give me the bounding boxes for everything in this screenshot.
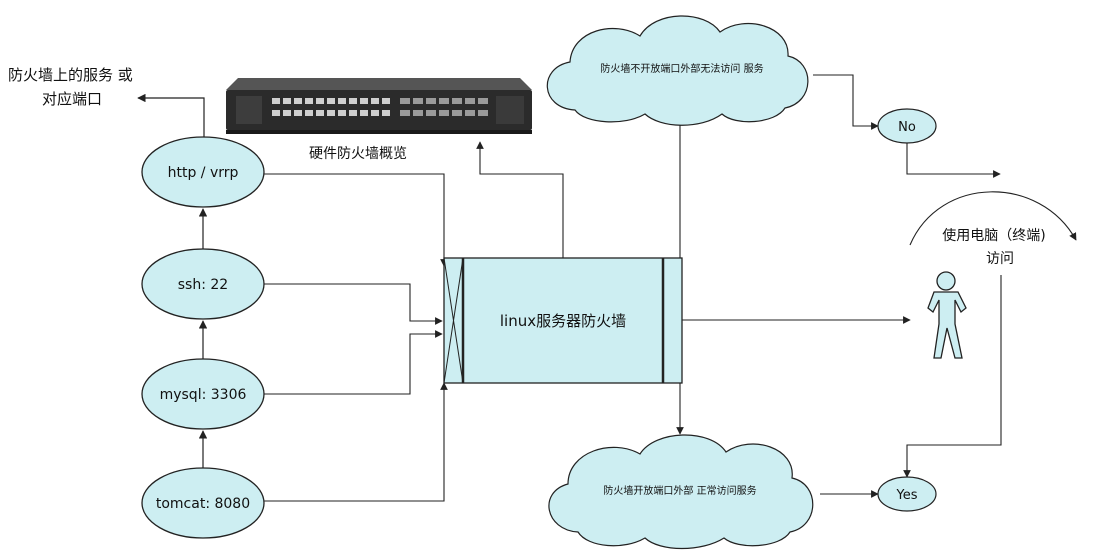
result-no-label: No bbox=[898, 120, 916, 135]
connector-tomcat-firewall bbox=[264, 382, 448, 502]
connector-mysql-firewall bbox=[264, 330, 443, 395]
cloud-open-ports: 防火墙开放端口外部 正常访问服务 bbox=[548, 434, 814, 550]
firewall-box-label: linux服务器防火墙 bbox=[500, 312, 626, 330]
cloud-closed-ports: 防火墙不开放端口外部无法访问 服务 bbox=[546, 15, 809, 126]
result-yes-label: Yes bbox=[896, 488, 918, 503]
result-no-node: No bbox=[877, 108, 937, 144]
arrow-to-label bbox=[137, 93, 205, 138]
service-node-ssh: ssh: 22 bbox=[141, 248, 265, 320]
service-label: ssh: 22 bbox=[178, 277, 228, 293]
service-node-tomcat: tomcat: 8080 bbox=[141, 467, 265, 539]
service-node-mysql: mysql: 3306 bbox=[141, 358, 265, 430]
terminal-label-line1: 使用电脑（终端) bbox=[942, 227, 1045, 244]
connector-ssh-firewall bbox=[264, 283, 443, 325]
curved-arrow-terminal bbox=[909, 191, 1077, 246]
hardware-firewall-image bbox=[226, 78, 532, 134]
hardware-label: 硬件防火墙概览 bbox=[309, 146, 407, 162]
arrow-terminal-yes bbox=[903, 275, 1002, 478]
terminal-label-line2: 访问 bbox=[986, 251, 1014, 267]
linux-firewall-box: linux服务器防火墙 bbox=[443, 257, 683, 384]
connector-http-firewall bbox=[264, 173, 448, 267]
arrow-firewall-hardware bbox=[476, 141, 564, 258]
service-label: tomcat: 8080 bbox=[156, 496, 250, 512]
top-left-label-line1: 防火墙上的服务 或 bbox=[8, 66, 133, 84]
service-node-http: http / vrrp bbox=[141, 136, 265, 208]
result-yes-node: Yes bbox=[877, 476, 937, 512]
service-label: mysql: 3306 bbox=[160, 387, 247, 403]
cloud-closed-text: 防火墙不开放端口外部无法访问 服务 bbox=[600, 62, 763, 75]
cloud-open-text: 防火墙开放端口外部 正常访问服务 bbox=[603, 484, 756, 497]
arrow-no-out bbox=[906, 143, 1001, 178]
person-icon bbox=[927, 271, 967, 359]
arrow-cloud-no bbox=[813, 74, 879, 130]
top-left-label-line2: 对应端口 bbox=[42, 90, 102, 108]
service-label: http / vrrp bbox=[168, 165, 239, 181]
